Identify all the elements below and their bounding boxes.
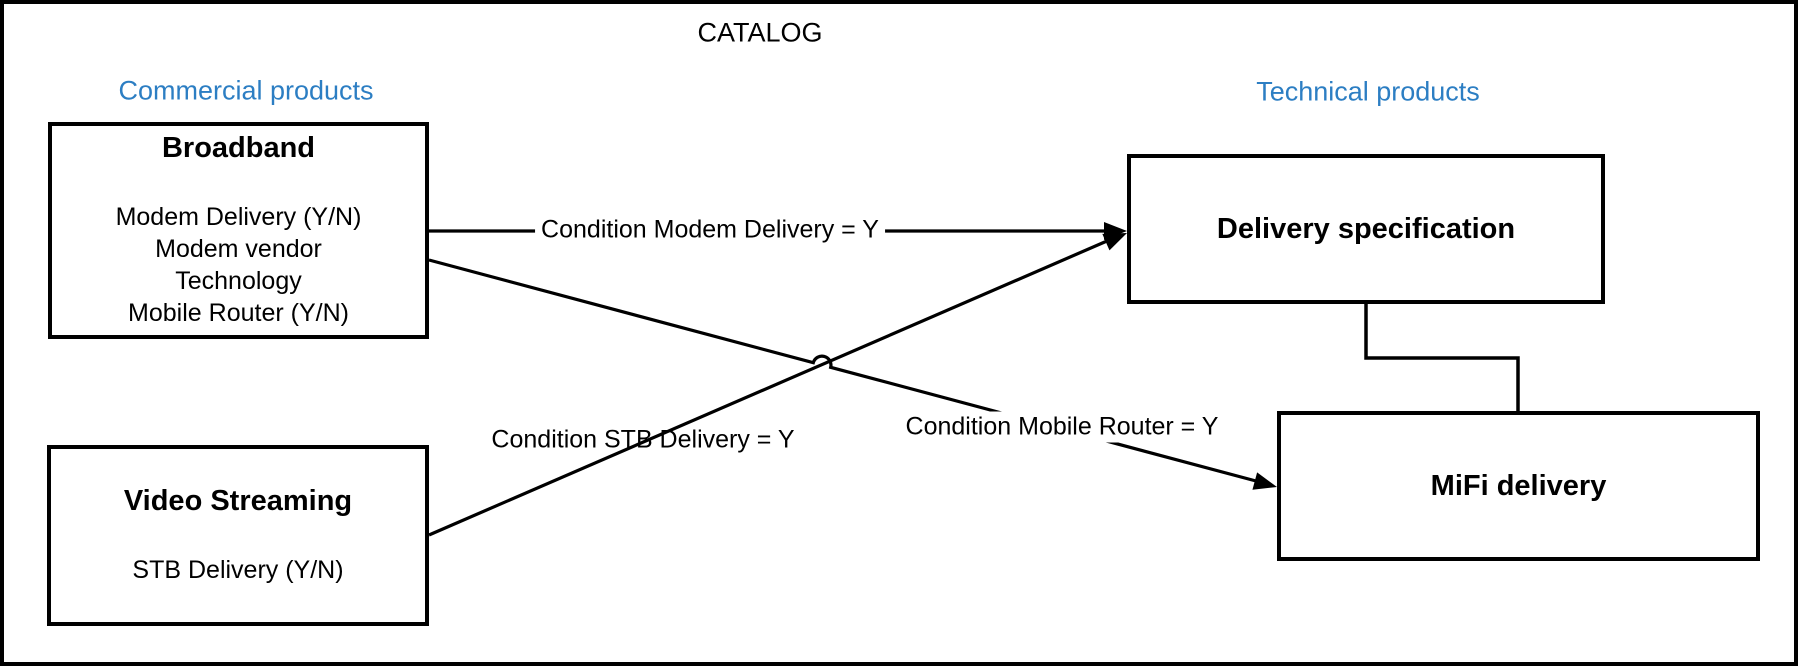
diagram-title: CATALOG — [697, 17, 823, 48]
node-title: Broadband — [161, 132, 316, 164]
node-delivery-specification: Delivery specification — [1127, 154, 1605, 304]
edge-stb-line — [428, 239, 1108, 537]
node-attribute-list: STB Delivery (Y/N) — [132, 554, 343, 586]
node-attribute: STB Delivery (Y/N) — [132, 556, 344, 584]
node-attribute: Technology — [175, 267, 302, 295]
edge-mobile-router-arrowhead-icon — [1252, 472, 1277, 490]
node-attribute: Modem Delivery (Y/N) — [115, 203, 362, 231]
edge-label-condition-modem-delivery: Condition Modem Delivery = Y — [535, 214, 885, 246]
edge-label-condition-mobile-router: Condition Mobile Router = Y — [899, 411, 1225, 443]
node-broadband: Broadband Modem Delivery (Y/N) Modem ven… — [48, 122, 429, 339]
edge-mobile-router-line — [428, 258, 1257, 483]
section-label-technical-products: Technical products — [1256, 76, 1480, 107]
edge-spec-to-mifi-line — [1364, 304, 1520, 411]
section-label-commercial-products: Commercial products — [118, 75, 374, 106]
node-title: Video Streaming — [123, 485, 353, 517]
node-attribute-list: Modem Delivery (Y/N) Modem vendor Techno… — [116, 201, 362, 329]
node-attribute: Mobile Router (Y/N) — [128, 299, 349, 327]
node-mifi-delivery: MiFi delivery — [1277, 411, 1760, 561]
edge-stb-arrowhead-icon — [1102, 233, 1127, 251]
node-title: MiFi delivery — [1430, 469, 1607, 502]
node-title: Delivery specification — [1216, 212, 1516, 245]
node-attribute: Modem vendor — [155, 235, 322, 263]
edge-label-condition-stb-delivery: Condition STB Delivery = Y — [491, 425, 795, 454]
node-video-streaming: Video Streaming STB Delivery (Y/N) — [47, 445, 429, 626]
